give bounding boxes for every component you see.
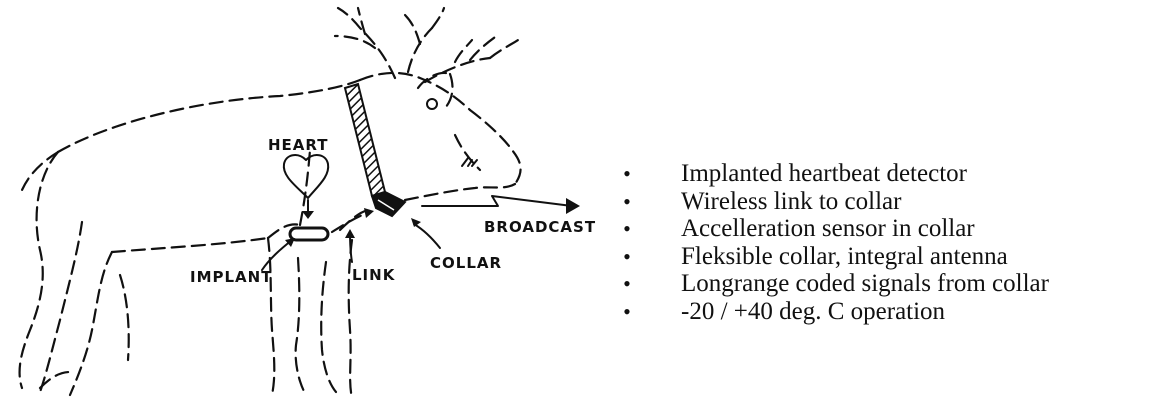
implant-pointer xyxy=(262,238,295,270)
bullet-dot: • xyxy=(617,243,637,271)
feature-text: Implanted heartbeat detector xyxy=(681,160,967,187)
antlers xyxy=(335,8,518,82)
feature-list-item: • Wireless link to collar xyxy=(617,188,1049,216)
moose-outline xyxy=(20,73,521,398)
label-heart: HEART xyxy=(268,136,329,154)
feature-list: • Implanted heartbeat detector • Wireless l… xyxy=(617,160,1049,325)
feature-list-item: • Longrange coded signals from collar xyxy=(617,270,1049,298)
bullet-dot: • xyxy=(617,270,637,298)
broadcast-arrow xyxy=(422,196,580,214)
feature-list-item: • Implanted heartbeat detector xyxy=(617,160,1049,188)
feature-text: Accelleration sensor in collar xyxy=(681,215,975,242)
feature-list-item: • Fleksible collar, integral antenna xyxy=(617,243,1049,271)
label-link: LINK xyxy=(352,266,396,284)
label-collar: COLLAR xyxy=(430,254,502,272)
bullet-dot: • xyxy=(617,188,637,216)
label-implant: IMPLANT xyxy=(190,268,272,286)
link-arrow xyxy=(332,208,374,262)
collar-pointer xyxy=(411,218,440,248)
collar-band xyxy=(345,84,405,216)
feature-text: Fleksible collar, integral antenna xyxy=(681,243,1008,270)
feature-text: -20 / +40 deg. C operation xyxy=(681,298,945,325)
feature-text: Longrange coded signals from collar xyxy=(681,270,1049,297)
bullet-dot: • xyxy=(617,160,637,188)
implant-capsule xyxy=(290,228,328,240)
feature-list-item: • -20 / +40 deg. C operation xyxy=(617,298,1049,326)
bullet-dot: • xyxy=(617,215,637,243)
feature-list-item: • Accelleration sensor in collar xyxy=(617,215,1049,243)
feature-text: Wireless link to collar xyxy=(681,188,901,215)
bullet-dot: • xyxy=(617,298,637,326)
label-broadcast: BROADCAST xyxy=(484,218,596,236)
